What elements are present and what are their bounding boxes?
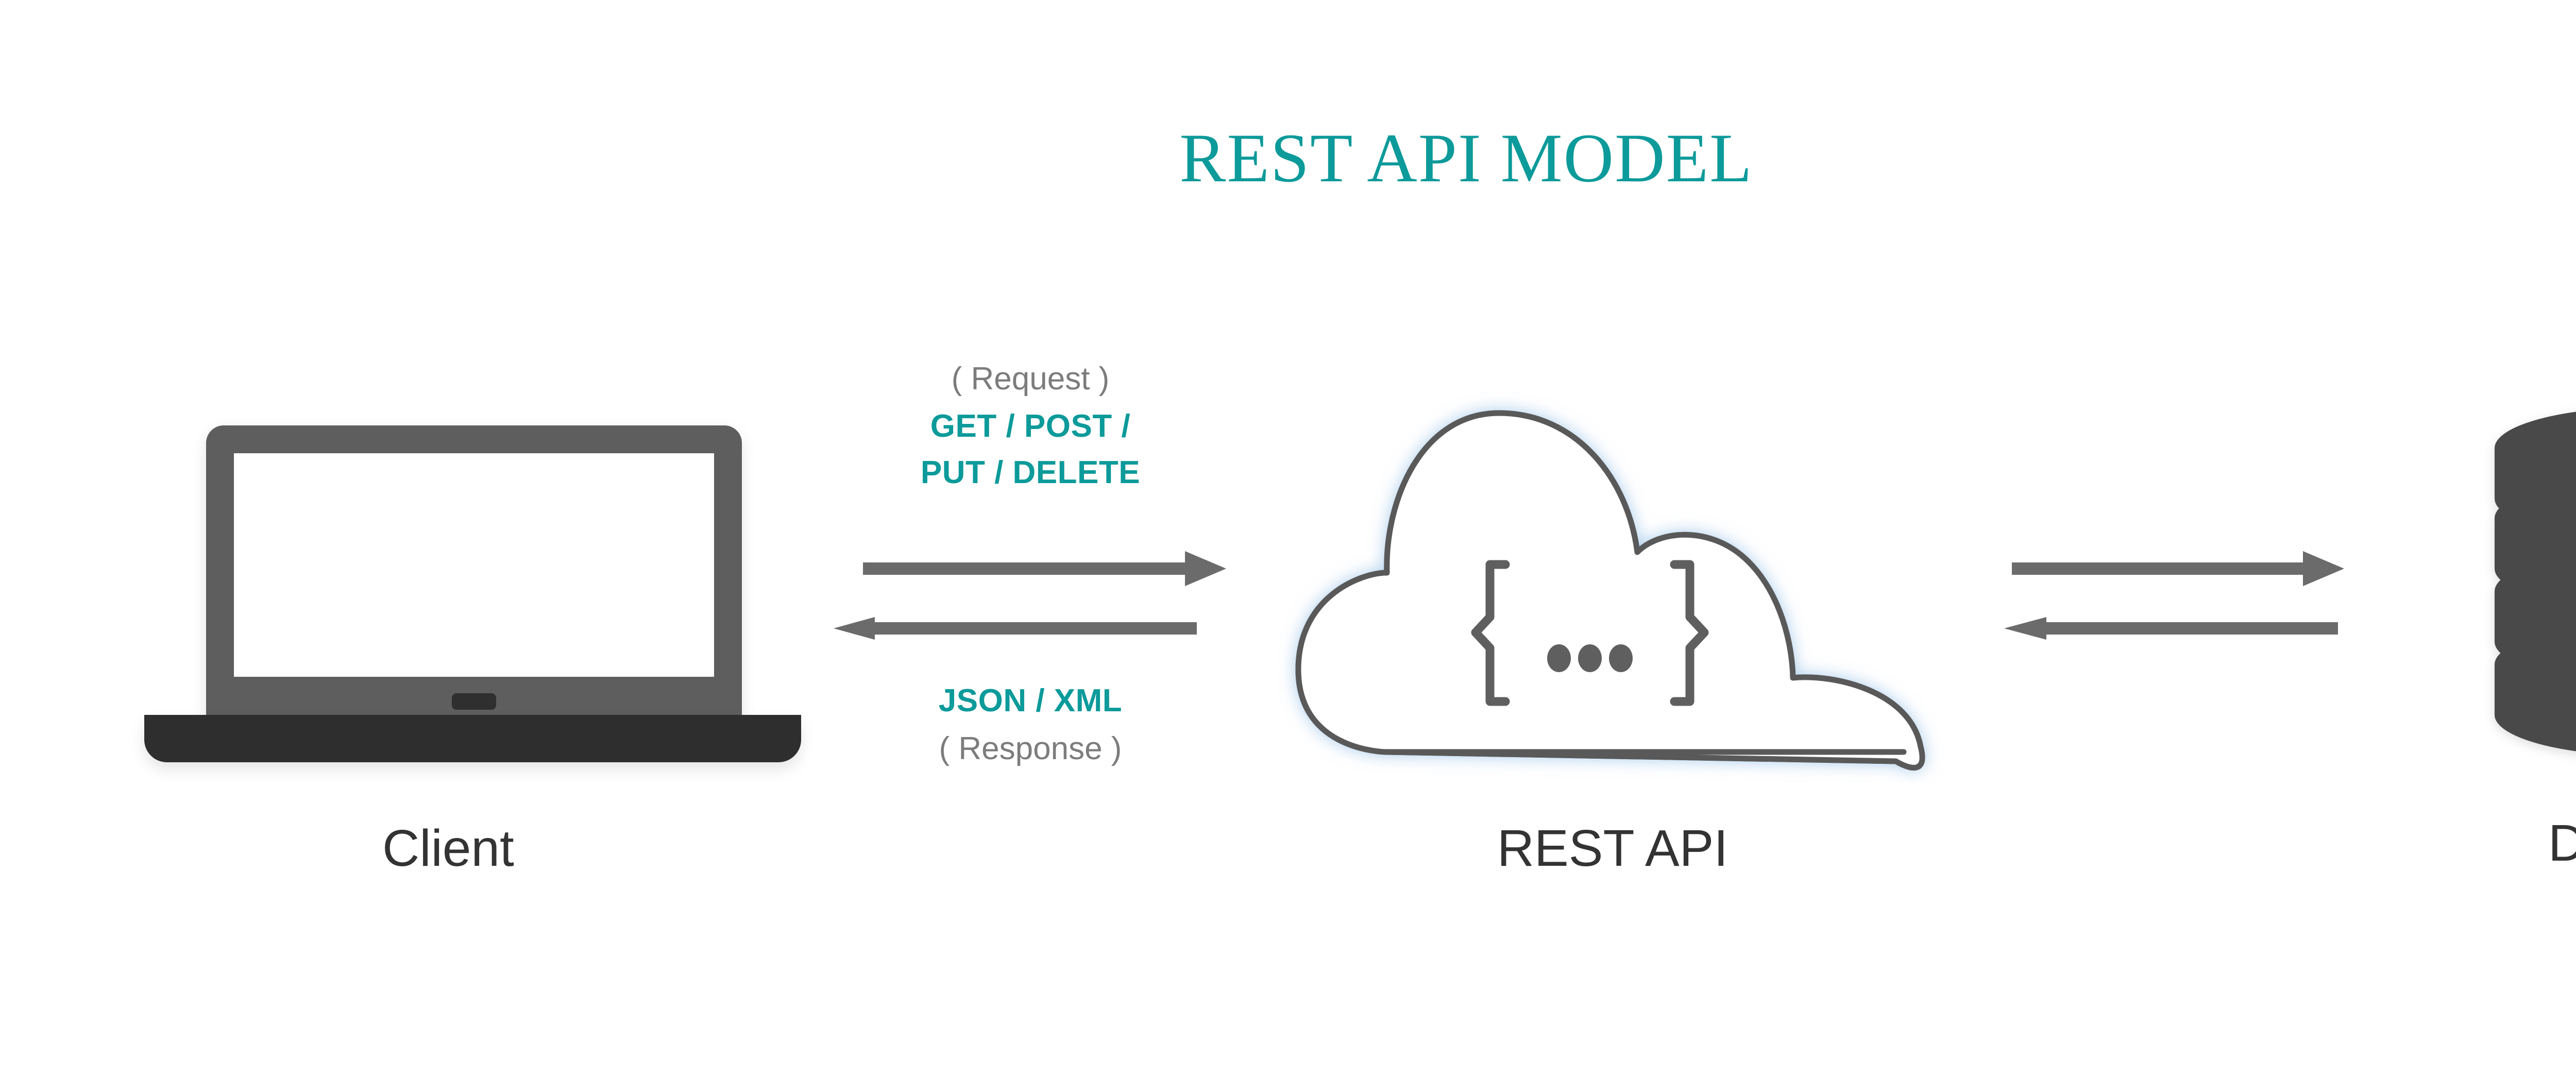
ellipsis-dots-icon [1547,644,1633,672]
database-label: Database [2548,814,2576,872]
database-cylinder-icon [2495,412,2576,751]
response-arrow-icon [834,617,1197,640]
client-api-arrows [834,551,1226,640]
cloud-icon [1295,410,1925,771]
request-paren-label: ( Request ) [951,361,1110,397]
request-methods-line-2: PUT / DELETE [920,455,1141,490]
client-label: Client [382,819,514,877]
laptop-base [144,715,801,762]
request-arrow-icon [863,551,1226,586]
rest-api-node [1267,391,1958,783]
api-database-arrows [2004,551,2344,640]
laptop-notch-icon [452,693,496,710]
db-query-arrow-icon [2012,551,2344,586]
code-braces-glyph [1471,560,1709,706]
page-title: REST API MODEL [1179,120,1753,197]
database-node [2483,397,2576,778]
response-formats-label: JSON / XML [938,683,1123,718]
client-api-flow: ( Request ) GET / POST / PUT / DELETE JS… [804,361,1257,783]
client-node [144,412,801,783]
db-result-arrow-icon [2004,617,2338,640]
response-paren-label: ( Response ) [939,731,1122,766]
request-methods-line-1: GET / POST / [930,408,1131,444]
laptop-icon [206,425,742,724]
api-database-flow [1984,531,2396,670]
laptop-screen [234,453,714,677]
rest-api-label: REST API [1497,819,1728,877]
